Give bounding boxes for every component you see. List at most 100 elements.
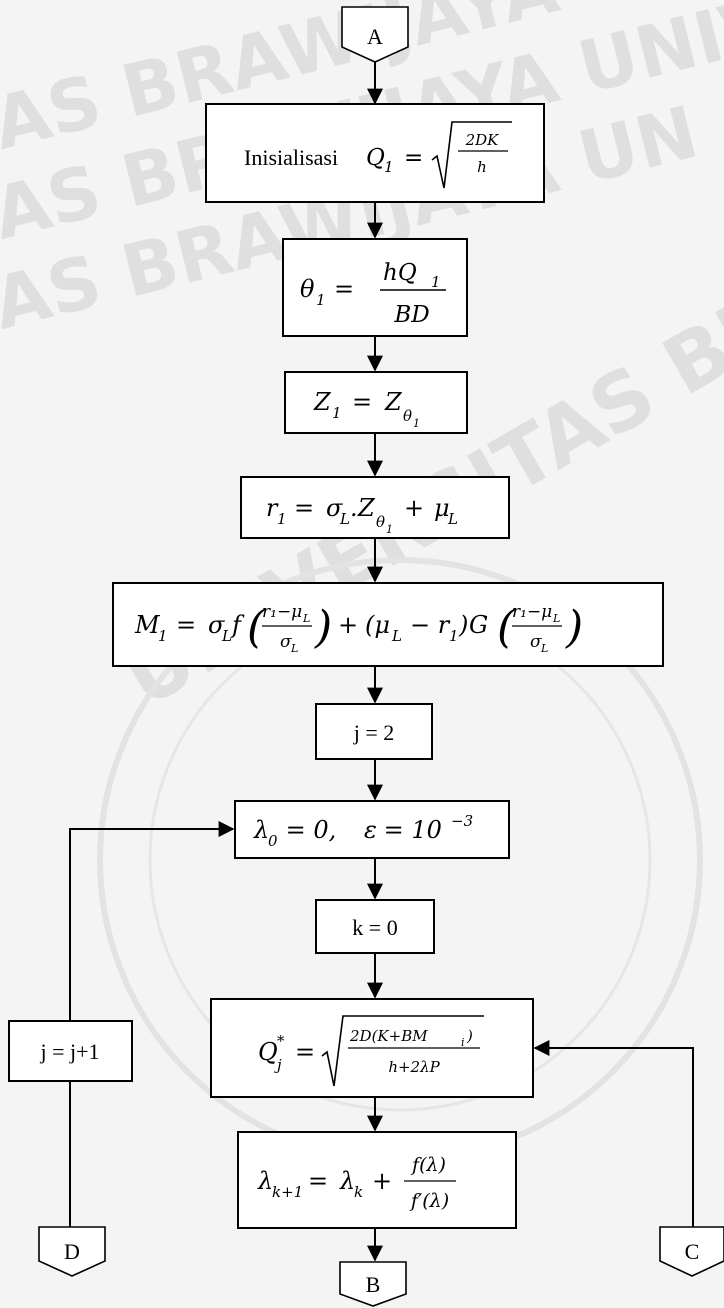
lambda0-sub: 0 — [268, 832, 278, 850]
j-update-text: j = j+1 — [39, 1039, 99, 1064]
m-lhs: M — [134, 611, 161, 639]
m-lhs-sub: 1 — [158, 627, 168, 645]
update-mid: λ — [339, 1167, 355, 1195]
r-plus: + — [404, 494, 424, 522]
m-mid-rest-sub: 1 — [449, 627, 459, 645]
update-mid-sub: k — [354, 1183, 363, 1201]
init-equals: = — [404, 145, 423, 171]
m-paren-close-2: ) — [565, 602, 583, 653]
init-lhs-sub: 1 — [384, 158, 394, 176]
theta-lhs-sub: 1 — [316, 291, 326, 309]
qj-sub: j — [274, 1056, 282, 1074]
z-rhs: Z — [384, 388, 403, 416]
connector-b: B — [339, 1261, 407, 1307]
r-equals: = — [294, 494, 314, 522]
qj-num-sub: i — [461, 1036, 465, 1049]
m-sigma: σ — [208, 611, 225, 639]
step-j-update: j = j+1 — [8, 1020, 133, 1082]
connector-c-label: C — [685, 1239, 700, 1264]
theta-num-sub: 1 — [431, 273, 441, 291]
theta-den: BD — [393, 302, 429, 328]
update-num: f(λ) — [410, 1154, 446, 1176]
theta-lhs: θ — [300, 275, 315, 303]
update-lhs-sub: k+1 — [272, 1183, 303, 1201]
lambda0-rest: = 0, — [278, 816, 344, 844]
connector-a-label: A — [367, 24, 383, 49]
step-qj: Q * j = 2D(K+BM i ) h+2λP — [210, 998, 534, 1098]
qj-num: 2D(K+BM — [349, 1027, 428, 1045]
qj-lhs: Q — [258, 1038, 278, 1066]
m-frac2-den: σ — [530, 632, 542, 652]
lambda0-eq: = 10 — [376, 816, 442, 844]
qj-den: h+2λP — [388, 1058, 440, 1076]
r-z: Z — [357, 494, 376, 522]
r-z-subsub: 1 — [386, 523, 393, 536]
update-plus: + — [372, 1167, 392, 1195]
theta-num: hQ — [383, 260, 417, 286]
theta-equals: = — [334, 275, 354, 303]
line-jupdate-to-lambda0 — [69, 821, 235, 1021]
m-frac2-num: r₁−μ — [512, 602, 552, 622]
step-r: r 1 = σ L . Z θ 1 + μ L — [240, 476, 510, 539]
init-rad-den: h — [477, 158, 487, 176]
r-sigma-sub: L — [339, 510, 350, 528]
step-z: Z 1 = Z θ 1 — [284, 371, 468, 434]
init-radical — [431, 121, 512, 189]
qj-radical — [321, 1015, 484, 1087]
r-dot: . — [350, 494, 358, 522]
z-rhs-sub: θ — [403, 407, 412, 425]
k-init-text: k = 0 — [352, 915, 397, 940]
m-paren-open-2: ( — [497, 602, 515, 653]
m-frac1-den: σ — [280, 632, 292, 652]
step-theta: θ 1 = hQ 1 BD — [282, 238, 468, 337]
z-lhs: Z — [313, 388, 332, 416]
m-frac2-den-sub: L — [540, 642, 548, 655]
update-equals: = — [308, 1167, 328, 1195]
init-label: Inisialisasi — [244, 145, 338, 170]
step-k-init: k = 0 — [315, 899, 435, 954]
m-frac1-num: r₁−μ — [262, 602, 302, 622]
update-lhs: λ — [257, 1167, 273, 1195]
z-equals: = — [352, 388, 372, 416]
r-sigma: σ — [326, 494, 343, 522]
connector-d: D — [38, 1226, 106, 1277]
z-lhs-sub: 1 — [332, 404, 342, 422]
step-m: M 1 = σ L f ( r₁−μ L σ L ) + (μ L − r 1 … — [112, 582, 664, 667]
m-mid-close: ) — [458, 611, 468, 639]
update-den: f′(λ) — [409, 1190, 449, 1212]
qj-sup: * — [277, 1032, 285, 1050]
r-mu-sub: L — [447, 510, 458, 528]
m-paren-close-1: ) — [314, 602, 332, 653]
step-lambda0: λ 0 = 0, ε = 10 −3 — [234, 800, 510, 859]
m-equals: = — [176, 611, 196, 639]
init-rad-num: 2DK — [465, 131, 500, 149]
z-rhs-subsub: 1 — [413, 417, 420, 430]
r-z-sub: θ — [376, 513, 385, 531]
m-paren-open-1: ( — [247, 602, 265, 653]
m-mid-sub: L — [391, 627, 402, 645]
connector-b-label: B — [366, 1272, 381, 1297]
step-j-init: j = 2 — [315, 703, 433, 760]
lambda0-eps: ε — [364, 816, 377, 844]
m-frac2-num-sub: L — [552, 612, 560, 625]
step-initialization: Inisialisasi Q 1 = 2DK h — [205, 103, 545, 203]
m-mid-rest: − r — [410, 611, 451, 639]
m-frac1-num-sub: L — [302, 612, 310, 625]
m-frac1-den-sub: L — [290, 642, 298, 655]
r-lhs: r — [266, 494, 279, 522]
step-lambda-update: λ k+1 = λ k + f(λ) f′(λ) — [237, 1131, 517, 1229]
init-lhs: Q — [366, 145, 385, 171]
connector-d-label: D — [64, 1239, 80, 1264]
connector-a: A — [341, 6, 409, 63]
qj-num-close: ) — [466, 1027, 473, 1045]
connector-c: C — [659, 1226, 724, 1277]
r-lhs-sub: 1 — [277, 510, 287, 528]
r-mu: μ — [434, 494, 450, 522]
m-sigma-sub: L — [221, 627, 232, 645]
m-g: G — [469, 611, 488, 639]
lambda0-lambda: λ — [253, 816, 269, 844]
m-plus: + — [338, 611, 358, 639]
m-mid: (μ — [365, 611, 390, 639]
lambda0-exp: −3 — [451, 812, 473, 830]
